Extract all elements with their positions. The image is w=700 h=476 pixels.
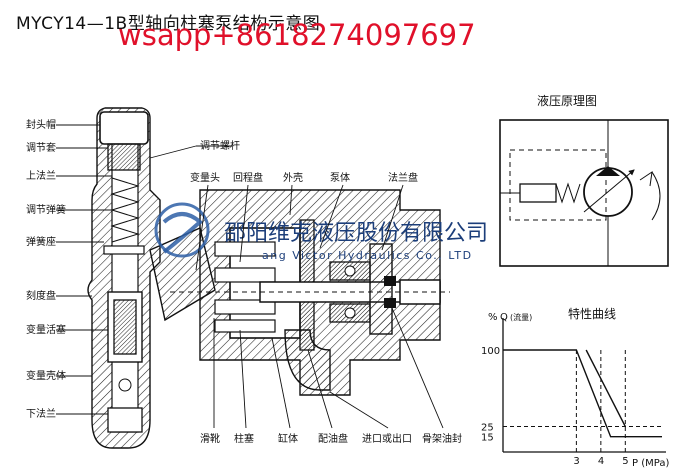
label-outer-shell: 外壳 <box>283 171 303 184</box>
logo-company-en: ang Victor Hydraulics Co., LTD <box>262 249 473 262</box>
pump-cross-section <box>87 107 450 449</box>
x-tick-label: 4 <box>598 456 604 467</box>
label-skeleton-seal: 骨架油封 <box>422 432 462 445</box>
hydraulic-panel-title: 液压原理图 <box>537 93 597 108</box>
bottom-labels: 滑靴 柱塞 缸体 配油盘 进口或出口 骨架油封 <box>200 307 462 445</box>
label-plunger: 柱塞 <box>234 432 254 445</box>
x-axis-label: P (MPa) <box>632 458 669 469</box>
label-pump-body: 泵体 <box>330 172 350 184</box>
label-variable-head: 变量头 <box>190 171 220 184</box>
label-variable-housing: 变量壳体 <box>26 369 66 382</box>
label-valve-plate: 配油盘 <box>318 432 348 445</box>
label-cylinder-block: 缸体 <box>278 432 298 445</box>
logo-company-cn: 邵阳维克液压股份有限公司 <box>224 221 488 246</box>
curve-series-0 <box>503 349 662 438</box>
y-axis-note: (流量) <box>510 312 532 322</box>
label-flange-plate: 法兰盘 <box>388 171 418 184</box>
label-return-plate: 回程盘 <box>233 171 263 184</box>
y-tick-label: 25 <box>481 423 494 434</box>
label-spring-seat: 弹簧座 <box>26 235 56 248</box>
watermark-text: wsapp+8618274097697 <box>118 18 476 52</box>
logo-ring-icon <box>154 202 210 258</box>
label-variable-piston: 变量活塞 <box>26 323 66 336</box>
top-labels: 调节螺杆 变量头 回程盘 外壳 泵体 法兰盘 <box>149 140 418 271</box>
label-cap: 封头帽 <box>26 118 56 131</box>
x-tick-label: 3 <box>573 456 579 467</box>
y-unit-label: % <box>488 312 498 323</box>
label-inlet-outlet: 进口或出口 <box>362 432 412 445</box>
curve-panel-title: 特性曲线 <box>568 306 616 321</box>
company-logo: 邵阳维克液压股份有限公司 ang Victor Hydraulics Co., … <box>154 202 488 262</box>
label-adjust-screw: 调节螺杆 <box>200 140 240 152</box>
label-lower-flange: 下法兰 <box>26 407 56 420</box>
label-upper-flange: 上法兰 <box>26 169 56 182</box>
hydraulic-schematic-panel: 液压原理图 <box>499 93 669 267</box>
y-axis-label: Q <box>500 312 508 323</box>
y-tick-label: 100 <box>481 346 500 357</box>
x-tick-label: 5 <box>622 456 628 467</box>
diagram-title: MYCY14—1B型轴向柱塞泵结构示意图 <box>16 14 320 34</box>
left-labels: 封头帽 调节套 上法兰 调节弹簧 弹簧座 刻度盘 变量活塞 变量壳体 下法兰 <box>26 118 112 420</box>
curve-series-5 <box>585 349 626 427</box>
label-adjust-sleeve: 调节套 <box>26 141 56 154</box>
label-adjust-spring: 调节弹簧 <box>26 203 66 216</box>
y-tick-label: 15 <box>481 433 494 444</box>
label-slipper: 滑靴 <box>200 432 220 445</box>
label-dial: 刻度盘 <box>26 289 56 302</box>
